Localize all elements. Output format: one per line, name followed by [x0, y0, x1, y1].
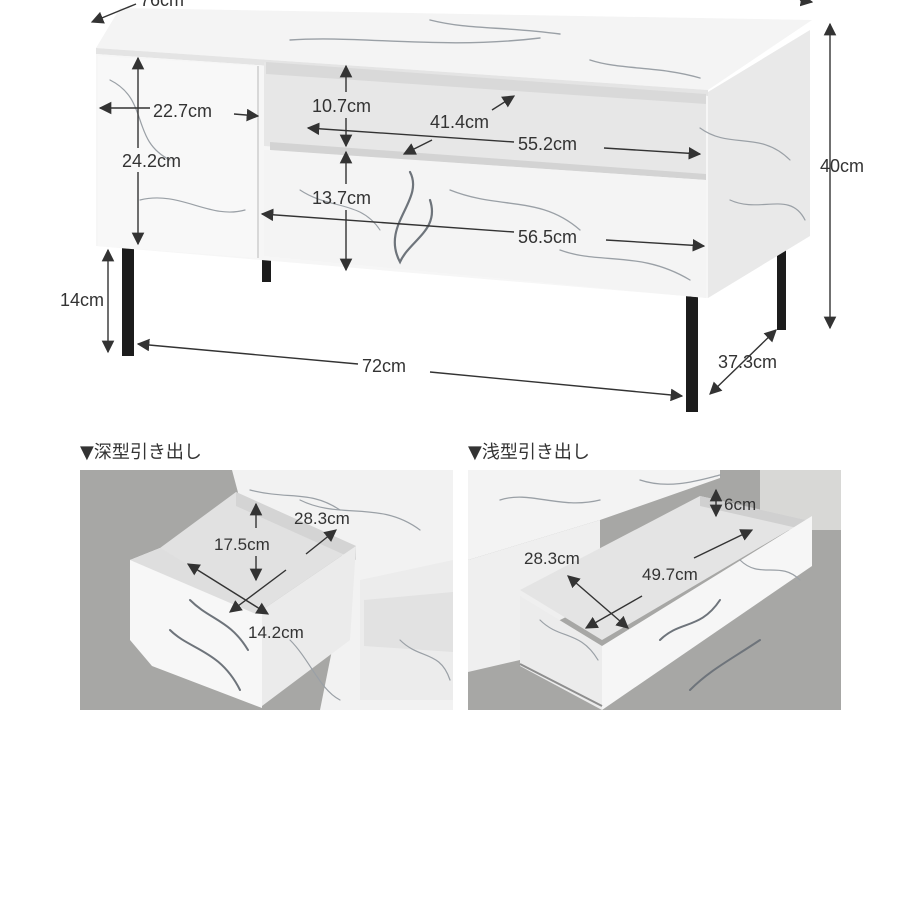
label-depth: 37.3cm	[718, 352, 777, 372]
label-shallow-width: 49.7cm	[642, 565, 698, 584]
shallow-drawer-front	[602, 516, 812, 710]
label-deep-width: 14.2cm	[248, 623, 304, 642]
deep-drawer-photo	[80, 470, 453, 710]
side-panel-right	[708, 30, 810, 298]
label-top-width: 76cm	[140, 0, 184, 10]
label-deep-depth: 28.3cm	[294, 509, 350, 528]
deep-drawer-front	[130, 548, 262, 708]
main-dimension-arrows	[90, 0, 837, 402]
coffee-table	[96, 8, 812, 412]
tabletop	[96, 8, 812, 90]
caption-deep-drawer: ▼深型引き出し	[80, 442, 202, 463]
label-shelf-width: 55.2cm	[518, 134, 577, 154]
deep-drawer-labels: 28.3cm 17.5cm 14.2cm	[214, 509, 350, 642]
leg-front-right	[686, 296, 698, 412]
shallow-drawer-photo	[468, 470, 841, 710]
caption-shallow-drawer: ▼浅型引き出し	[468, 442, 590, 463]
label-shelf-height: 10.7cm	[312, 96, 371, 116]
deep-drawer-box	[160, 492, 356, 610]
label-shelf-depth: 41.4cm	[430, 112, 489, 132]
label-drawer-height: 13.7cm	[312, 188, 371, 208]
label-shallow-depth: 28.3cm	[524, 549, 580, 568]
label-door-height: 24.2cm	[122, 151, 181, 171]
shallow-drawer-labels: 6cm 28.3cm 49.7cm	[524, 495, 756, 584]
label-total-height: 40cm	[820, 156, 864, 176]
leg-front-left	[122, 248, 134, 356]
leg-back-right	[777, 240, 786, 330]
label-width: 72cm	[362, 356, 406, 376]
drawer-front	[264, 150, 706, 298]
label-shallow-height: 6cm	[724, 495, 756, 514]
label-deep-height: 17.5cm	[214, 535, 270, 554]
label-leg-height: 14cm	[60, 290, 104, 310]
label-drawer-width: 56.5cm	[518, 227, 577, 247]
shallow-drawer-arrows	[567, 488, 754, 629]
main-dimension-labels: 76cm 40cm 14cm 72cm 37.3cm 22.7cm 24.2cm…	[60, 0, 864, 376]
label-door-width: 22.7cm	[153, 101, 212, 121]
leg-back-left	[262, 258, 271, 282]
deep-drawer-arrows	[186, 502, 337, 615]
